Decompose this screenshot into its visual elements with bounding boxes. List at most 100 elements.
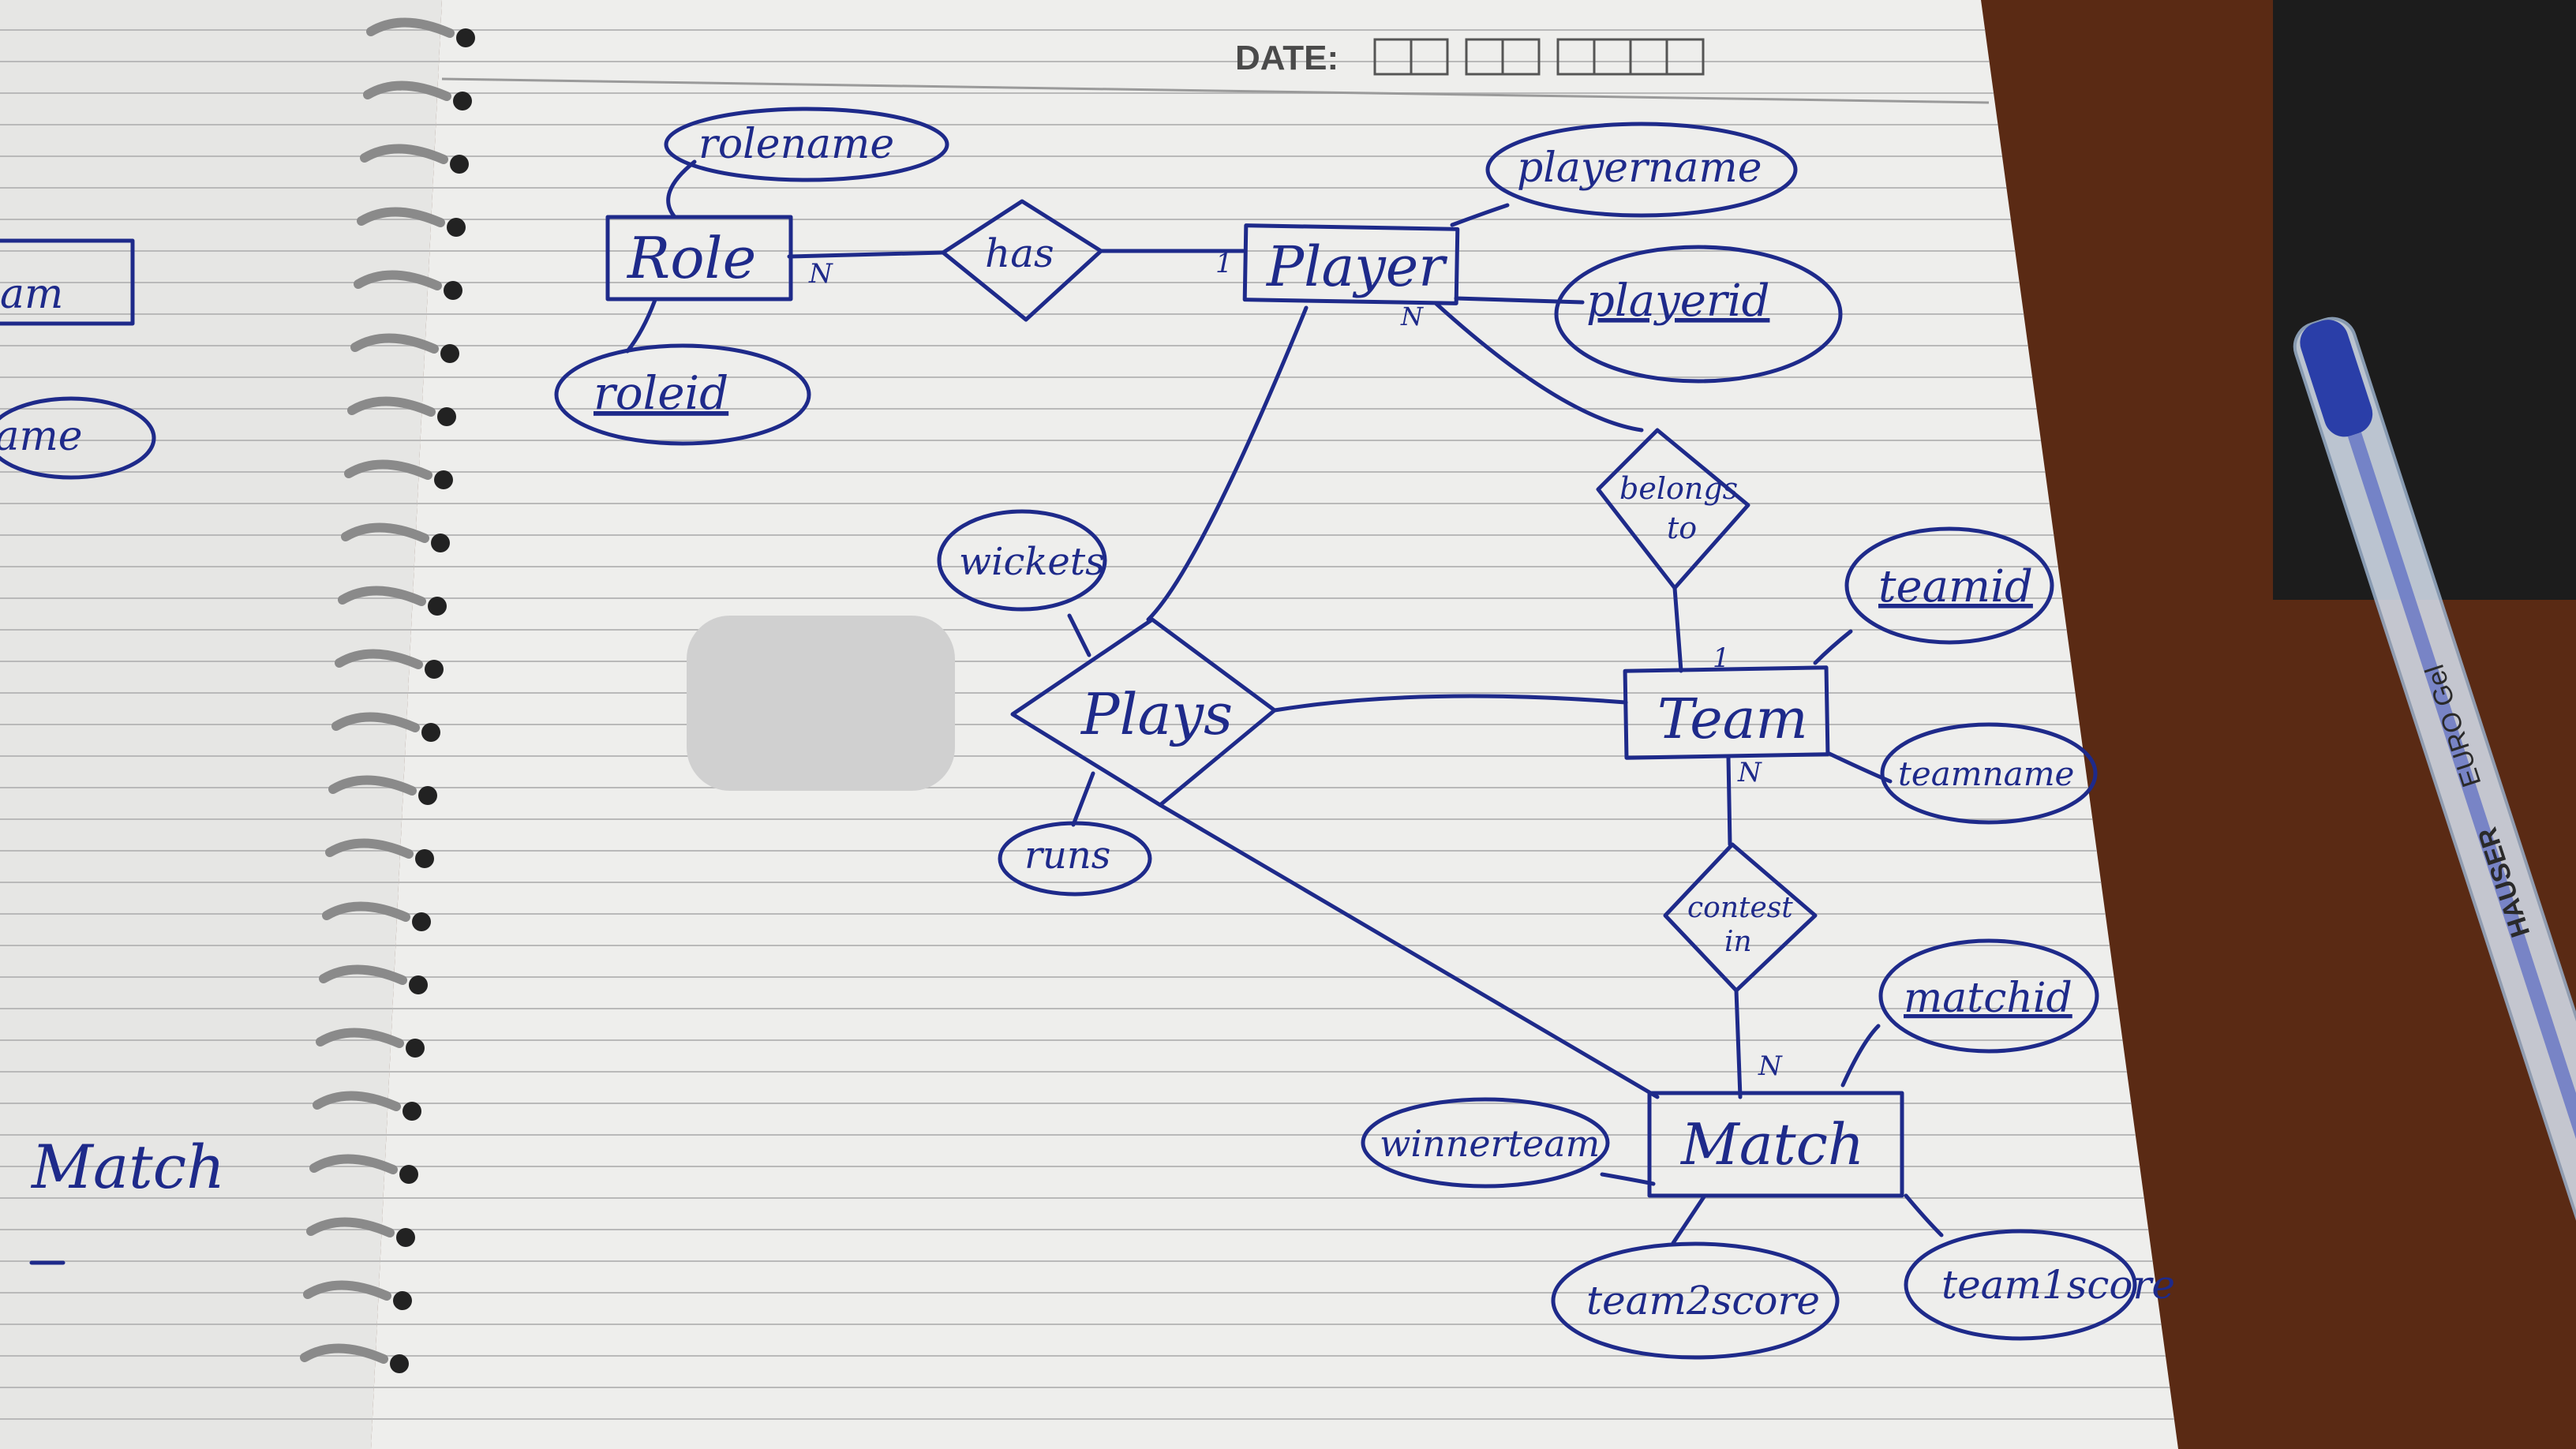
attribute-runs: runs — [998, 821, 1152, 897]
date-boxes — [1373, 38, 1705, 76]
spiral-ring — [328, 775, 417, 796]
line-player-playername — [1450, 203, 1510, 227]
spiral-ring — [306, 1217, 395, 1237]
relationship-contest-label-2: in — [1724, 926, 1752, 958]
left-fragment-match: Match — [30, 1132, 225, 1202]
line-match-team2score — [1671, 1193, 1707, 1245]
spiral-hole — [456, 28, 475, 47]
relationship-belongs-label-2: to — [1667, 511, 1697, 545]
spiral-hole — [428, 597, 447, 616]
left-fragment-name: name — [0, 413, 83, 460]
line-role-has — [787, 250, 945, 259]
attribute-team1score: team1score — [1904, 1229, 2175, 1341]
attribute-rolename: rolename — [664, 107, 949, 182]
attribute-rolename-label: rolename — [698, 121, 894, 168]
attribute-team2score: team2score — [1551, 1241, 1840, 1360]
attribute-playerid-label: playerid — [1586, 275, 1769, 327]
entity-team: Team — [1623, 665, 1830, 760]
cardinality-has-player: 1 — [1215, 248, 1233, 279]
entity-player-label: Player — [1265, 234, 1447, 299]
spiral-hole — [434, 470, 453, 489]
attribute-teamid-label: teamid — [1878, 561, 2033, 612]
entity-player: Player — [1242, 223, 1460, 305]
spiral-ring — [316, 1028, 404, 1048]
line-plays-match — [1158, 803, 1660, 1099]
spiral-hole — [444, 281, 462, 300]
spiral-hole — [450, 155, 469, 174]
spiral-ring — [322, 901, 410, 922]
header-rule — [441, 77, 1990, 104]
spiral-hole — [425, 660, 444, 679]
line-match-matchid — [1840, 1024, 1881, 1088]
spiral-hole — [440, 344, 459, 363]
cardinality-belongs-team: 1 — [1713, 642, 1730, 674]
spiral-ring — [363, 80, 451, 101]
relationship-plays-label: Plays — [1080, 681, 1233, 747]
attribute-teamid: teamid — [1844, 526, 2054, 645]
line-match-team1score — [1904, 1193, 1944, 1237]
spiral-ring — [360, 144, 448, 164]
spiral-hole — [393, 1291, 412, 1310]
spiral-hole — [399, 1165, 418, 1184]
attribute-teamname: teamname — [1880, 722, 2098, 825]
spiral-ring — [341, 522, 429, 543]
relationship-contest-label-1: contest — [1687, 892, 1793, 924]
cardinality-labels: N 1 N 1 N N — [808, 248, 1783, 1082]
line-contest-match — [1734, 988, 1743, 1099]
cardinality-role-has: N — [808, 258, 833, 290]
attribute-roleid: roleid — [554, 343, 811, 446]
attribute-wickets-label: wickets — [959, 540, 1105, 584]
line-player-belongs — [1434, 301, 1644, 432]
left-page-lines — [0, 0, 442, 1449]
attribute-playername-label: playername — [1517, 144, 1762, 192]
attribute-teamname-label: teamname — [1898, 754, 2074, 793]
left-entity-fragment — [0, 238, 135, 326]
spiral-ring — [319, 964, 407, 985]
line-player-plays — [1146, 305, 1309, 622]
attribute-team2score-label: team2score — [1586, 1278, 1820, 1324]
left-fragment-am: am — [0, 271, 63, 318]
spiral-ring — [350, 333, 439, 354]
attribute-playername: playername — [1485, 122, 1798, 218]
spiral-ring — [309, 1154, 398, 1174]
spiral-ring — [331, 712, 420, 732]
line-player-playerid — [1454, 296, 1585, 305]
spiral-ring — [335, 649, 423, 669]
relationship-contest-in: contest in — [1663, 842, 1818, 993]
spiral-ring — [357, 207, 445, 227]
line-role-rolename — [666, 159, 697, 219]
spiral-ring — [344, 459, 432, 480]
spiral-hole — [437, 407, 456, 426]
line-belongs-team — [1672, 586, 1683, 673]
attribute-winnerteam-label: winnerteam — [1380, 1122, 1600, 1165]
line-team-contest — [1726, 755, 1732, 847]
spiral-hole — [396, 1228, 415, 1247]
spiral-hole — [406, 1039, 425, 1058]
attribute-runs-label: runs — [1024, 833, 1110, 878]
line-role-roleid — [625, 298, 657, 354]
relationship-belongs-to: belongs to — [1596, 428, 1750, 590]
cardinality-player-belongs: N — [1400, 301, 1424, 331]
spiral-ring — [300, 1343, 388, 1364]
attribute-roleid-label: roleid — [593, 366, 728, 420]
spiral-binding — [300, 17, 475, 1373]
spiral-ring — [303, 1280, 391, 1301]
attribute-winnerteam: winnerteam — [1361, 1097, 1610, 1189]
entity-team-label: Team — [1657, 687, 1808, 751]
line-plays-runs — [1071, 771, 1095, 827]
date-label: DATE: — [1235, 39, 1339, 77]
spiral-hole — [421, 723, 440, 742]
laptop-edge — [2273, 0, 2576, 600]
relationship-has: has — [941, 199, 1103, 322]
attribute-wickets: wickets — [937, 509, 1107, 612]
attribute-playerid: playerid — [1554, 245, 1843, 384]
entity-match: Match — [1647, 1091, 1904, 1198]
spiral-hole — [390, 1354, 409, 1373]
right-page-lines — [371, 0, 2178, 1449]
attribute-team1score-label: team1score — [1941, 1262, 2175, 1308]
spiral-ring — [338, 586, 426, 606]
spiral-hole — [402, 1102, 421, 1121]
spiral-hole — [453, 92, 472, 110]
line-team-teamid — [1813, 629, 1853, 665]
